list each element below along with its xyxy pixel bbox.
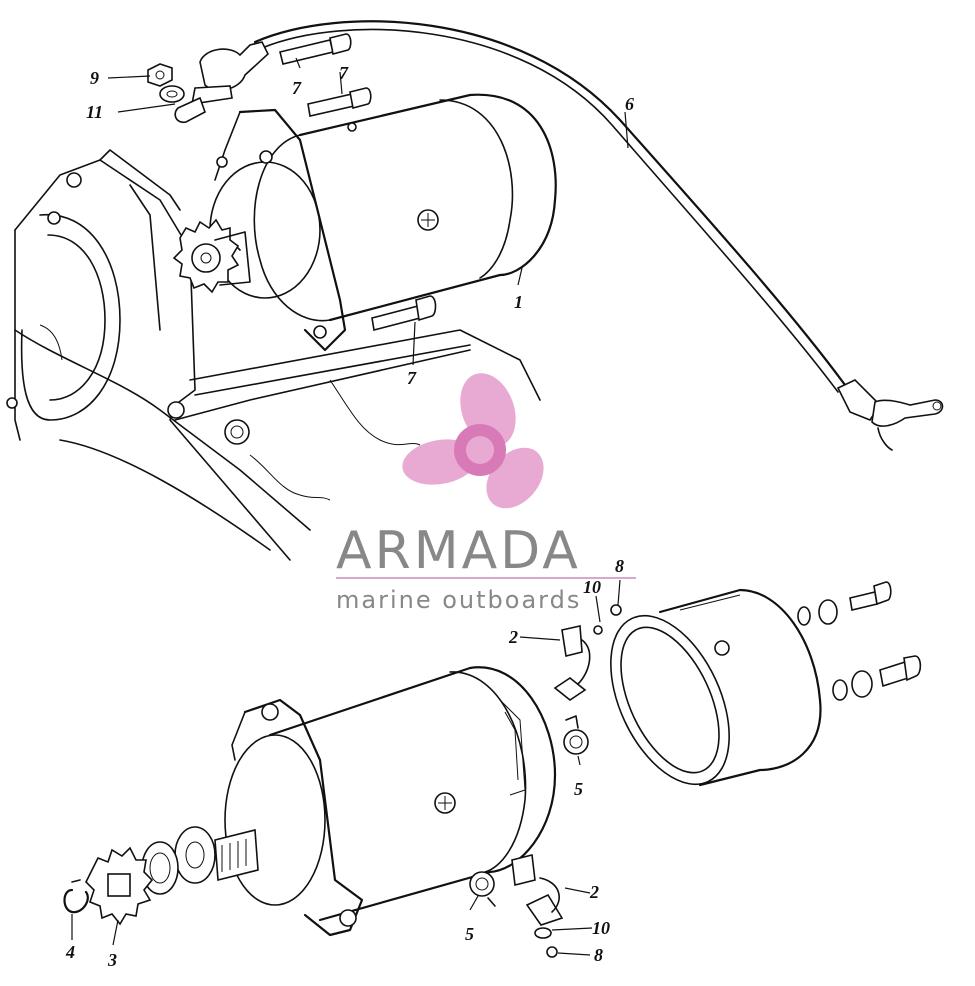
callout-3: 3 <box>107 950 117 970</box>
end-cover-housing <box>610 588 822 787</box>
callout-9: 9 <box>90 68 99 88</box>
callout-6: 6 <box>625 94 634 114</box>
armada-propeller-logo <box>402 373 544 509</box>
brand-tagline: marine outboards <box>336 586 581 614</box>
thrust-washer-large <box>174 826 216 884</box>
drive-sprocket-installed <box>172 218 251 294</box>
mounting-bolt-top <box>279 33 352 65</box>
callout-5-upper: 5 <box>574 779 583 799</box>
screw-upper <box>593 604 622 635</box>
mounting-bolt-lower <box>371 295 437 331</box>
cable-washer <box>159 85 185 103</box>
callout-11: 11 <box>86 102 103 122</box>
callout-5-lower: 5 <box>465 924 474 944</box>
brand-name: ARMADA <box>336 521 581 581</box>
starter-sprocket <box>85 846 154 926</box>
callout-7-middle: 7 <box>339 63 349 83</box>
brush-spring-lower <box>469 871 496 907</box>
callout-labels: 1 2 2 3 4 5 5 6 7 7 7 8 8 9 10 10 11 <box>65 63 634 970</box>
brush-lower <box>511 854 564 926</box>
callout-10-lower: 10 <box>592 918 610 938</box>
callout-7-top: 7 <box>292 78 302 98</box>
circlip <box>63 879 89 914</box>
callout-2-lower: 2 <box>589 882 599 902</box>
callout-leaders <box>71 57 629 956</box>
callout-10-upper: 10 <box>583 577 601 597</box>
callout-8-upper: 8 <box>615 556 624 576</box>
callout-8-lower: 8 <box>594 945 603 965</box>
cable-nut <box>147 63 173 87</box>
screw-lower <box>534 927 558 958</box>
brush-upper <box>553 625 591 701</box>
mounting-bolt-middle <box>307 87 372 117</box>
starter-motor-exploded <box>214 666 557 937</box>
callout-4: 4 <box>65 942 75 962</box>
through-bolt-upper <box>797 581 892 626</box>
through-bolt-lower <box>832 655 922 701</box>
callout-1: 1 <box>514 292 523 312</box>
engine-crankcase <box>6 149 541 561</box>
callout-7-lower: 7 <box>407 368 417 388</box>
starter-cable <box>174 20 944 451</box>
starter-motor-installed <box>209 93 557 352</box>
callout-2-upper: 2 <box>508 627 518 647</box>
brush-spring-upper <box>563 715 589 755</box>
